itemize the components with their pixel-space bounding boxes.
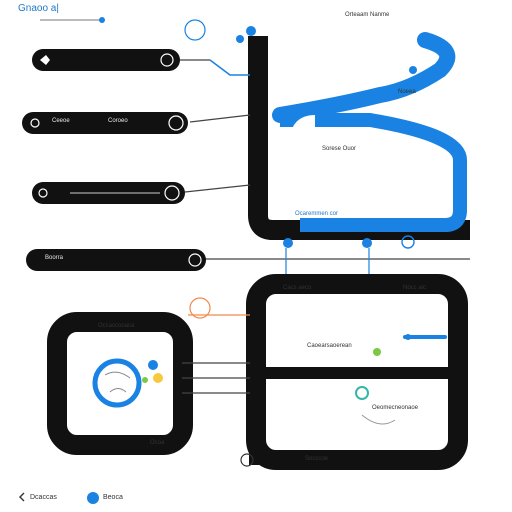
row-2-left: Ceeoe <box>52 118 70 124</box>
blue-loop-inner <box>290 115 316 215</box>
pill-row-4 <box>26 249 206 271</box>
legend-back-label[interactable]: Dcaccas <box>30 494 57 501</box>
node-top-2 <box>236 35 244 43</box>
lower-footer: Socccoe <box>305 456 329 462</box>
blue-mid-note: Sorese Ouor <box>322 146 357 152</box>
circular-gauge <box>92 358 142 408</box>
teal-drop <box>355 386 369 400</box>
lower-title-right: Nocc aic <box>403 285 427 291</box>
lower-mid-line: Caoearsaoerean <box>307 343 352 349</box>
pill-row-1 <box>32 49 180 71</box>
globe-icon <box>160 53 174 67</box>
diamond-icon <box>40 55 50 65</box>
blue-flow-top <box>272 32 456 123</box>
row-4-left: Boorra <box>45 255 64 261</box>
orange-node <box>189 297 211 319</box>
eye-icon <box>38 188 48 198</box>
blue-right-note: Noeea <box>398 89 416 95</box>
row-2-right: Coroeo <box>108 118 128 124</box>
drop-3 <box>401 235 415 249</box>
blue-loop <box>280 113 467 232</box>
node-curve <box>409 66 417 74</box>
brain-icon-3 <box>188 253 202 267</box>
left-box-footer: Ocoa <box>150 440 165 446</box>
moon-icon <box>30 118 40 128</box>
legend-dot-label: Beoca <box>103 494 123 501</box>
top-hollow-node <box>184 19 206 41</box>
header-slider-knob <box>99 17 105 23</box>
central-spine <box>248 36 470 240</box>
blue-top-note: Orteaam Nanme <box>345 12 390 18</box>
node-top <box>246 26 256 36</box>
brain-icon-2 <box>164 185 180 201</box>
legend-dot <box>87 492 99 504</box>
connector-3 <box>184 184 251 193</box>
brain-icon <box>168 115 184 131</box>
left-box-title: Occaccooaca <box>98 323 135 329</box>
header-title: Gnaoo a| <box>18 3 59 14</box>
lower-title-left: Cacs aeco <box>283 285 312 291</box>
connector-2 <box>189 114 251 123</box>
lower-note: Oeomecneonaoe <box>372 405 419 411</box>
connector-1 <box>209 59 250 76</box>
green-dot <box>373 348 381 356</box>
blue-bottom-label: Ocaremmen cor <box>295 211 339 217</box>
pill-row-2 <box>22 112 188 134</box>
drop-1 <box>283 238 293 248</box>
left-box-frame <box>47 312 193 455</box>
drop-2 <box>362 238 372 248</box>
back-icon <box>19 492 25 502</box>
